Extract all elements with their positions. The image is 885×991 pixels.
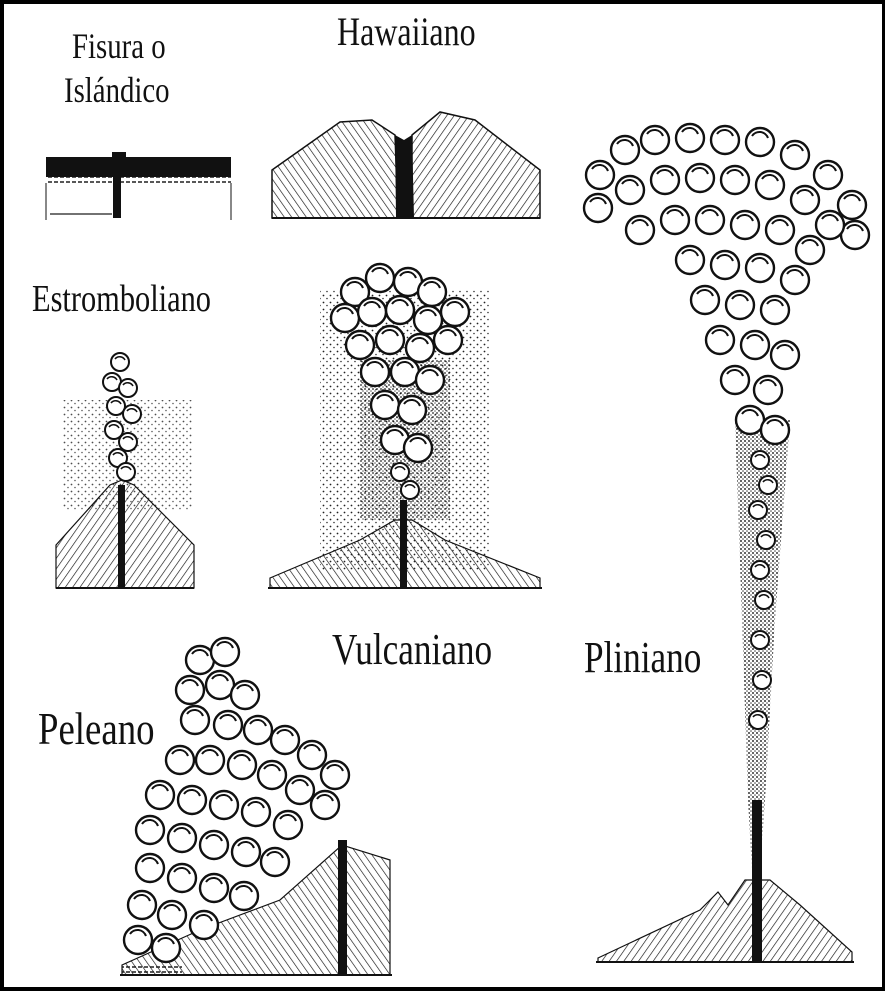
label-pliniano: Pliniano xyxy=(584,636,701,680)
peleano-volcano-figure xyxy=(120,638,392,975)
fisura-volcano-figure xyxy=(46,152,231,220)
pliniano-volcano-figure xyxy=(584,124,869,962)
label-peleano: Peleano xyxy=(38,706,155,752)
label-vulcaniano: Vulcaniano xyxy=(332,628,492,672)
label-fisura-line2: Islándico xyxy=(64,72,170,108)
estromboliano-volcano-figure xyxy=(56,353,194,588)
hawaiiano-volcano-figure xyxy=(272,112,540,218)
label-estromboliano: Estromboliano xyxy=(32,280,211,318)
label-fisura-line1: Fisura o xyxy=(72,28,166,64)
label-hawaiiano: Hawaiiano xyxy=(337,12,476,52)
vulcaniano-volcano-figure xyxy=(268,264,542,588)
